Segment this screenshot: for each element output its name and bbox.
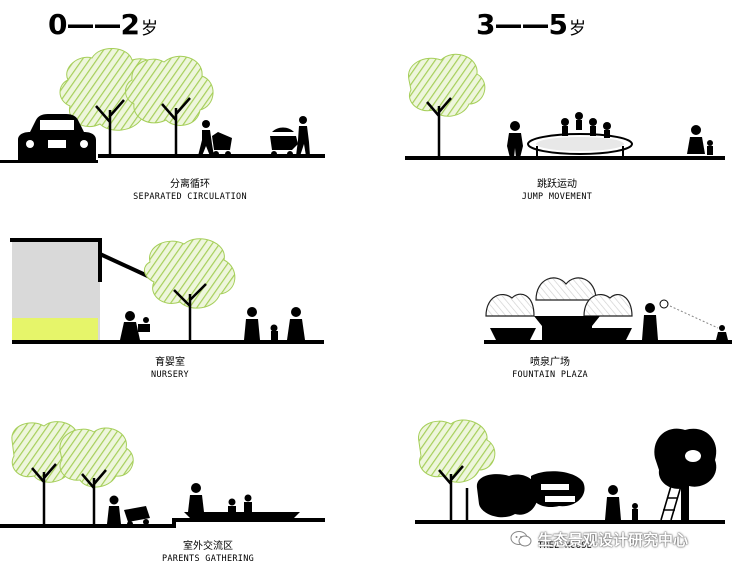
fountain-basin — [584, 328, 632, 340]
caregiver-with-baby-icon — [120, 311, 150, 340]
ground-line — [415, 520, 725, 524]
panel-fountain-plaza — [480, 270, 735, 350]
panel-jump-movement — [405, 50, 735, 170]
age-range: 0——2 — [48, 8, 140, 41]
caption-en: PARENTS GATHERING — [161, 554, 255, 564]
tree-icon — [144, 238, 236, 342]
ground-line — [0, 518, 325, 528]
caption-fountain-plaza: 喷泉广场 FOUNTAIN PLAZA — [470, 356, 630, 382]
age-unit: 岁 — [140, 19, 158, 39]
watermark: 生态景观设计研究中心 — [510, 528, 730, 550]
parent-and-child-icon — [605, 485, 638, 520]
caption-tree-house: TREE HOUSE — [520, 540, 610, 553]
family-walking-icon — [244, 307, 305, 340]
caption-nursery: 育婴室 NURSERY — [90, 356, 250, 382]
caption-separated-circulation: 分离循环 SEPARATED CIRCULATION — [100, 178, 280, 204]
panel-parents-gathering — [0, 420, 340, 535]
parent-icon — [188, 483, 204, 512]
running-child-icon — [716, 325, 728, 340]
tree-icon — [125, 55, 214, 158]
fountain-spray-icon — [485, 277, 633, 317]
tree-icon — [418, 419, 496, 522]
caption-zh: 室外交流区 — [183, 541, 233, 552]
fountain-basin — [490, 328, 536, 340]
fountain-basin — [534, 316, 600, 326]
children-playing-icon — [228, 494, 252, 512]
caption-en: NURSERY — [151, 370, 189, 380]
wechat-icon — [510, 531, 532, 547]
caption-parents-gathering: 室外交流区 PARENTS GATHERING — [108, 540, 308, 566]
person-icon — [507, 121, 523, 158]
parent-with-cart-icon — [107, 495, 150, 527]
tree-icon — [408, 53, 486, 158]
caption-jump-movement: 跳跃运动 JUMP MOVEMENT — [472, 178, 642, 204]
age-unit: 岁 — [568, 19, 586, 39]
caption-zh: 喷泉广场 — [530, 357, 570, 368]
panel-separated-circulation — [0, 40, 340, 170]
gathering-platform — [184, 512, 300, 520]
caption-en: FOUNTAIN PLAZA — [512, 370, 588, 380]
car-icon — [18, 114, 96, 160]
nursery-window — [12, 318, 98, 342]
tree-house-icon — [654, 428, 717, 521]
jumping-children-icon — [561, 112, 611, 138]
panel-nursery — [0, 232, 340, 350]
panel-tree-house — [405, 418, 735, 530]
caption-zh: 分离循环 — [170, 179, 210, 190]
parent-icon — [642, 303, 658, 340]
caption-zh: 育婴室 — [155, 357, 185, 368]
age-range: 3——5 — [476, 8, 568, 41]
caption-en: SEPARATED CIRCULATION — [133, 192, 247, 202]
person-with-stroller-icon — [270, 116, 310, 157]
tree-icon — [59, 427, 134, 524]
ground-line — [12, 340, 324, 344]
watermark-text: 生态景观设计研究中心 — [538, 530, 689, 549]
caption-en: TREE HOUSE — [537, 541, 593, 551]
play-structure-icon — [476, 471, 585, 518]
person-with-stroller-icon — [198, 120, 232, 157]
trampoline-icon — [527, 133, 633, 156]
ground-line — [405, 156, 725, 160]
parent-and-child-icon — [687, 125, 713, 155]
ground-line — [0, 154, 325, 163]
speech-bubble-icon — [659, 299, 669, 309]
caption-en: JUMP MOVEMENT — [521, 192, 593, 202]
caption-zh: 跳跃运动 — [537, 179, 577, 190]
ground-line — [484, 340, 732, 344]
